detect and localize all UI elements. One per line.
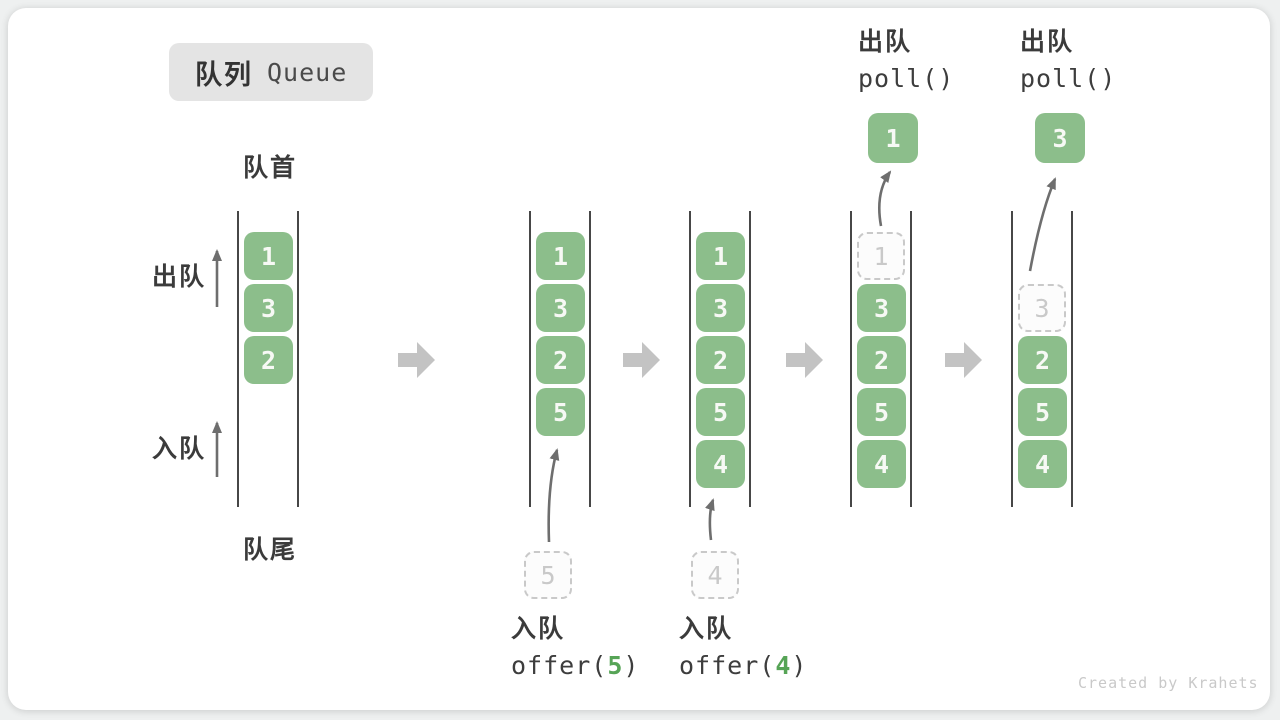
queue-element: 1 bbox=[244, 232, 293, 280]
queue-walls-state-5 bbox=[1011, 211, 1073, 507]
dequeued-element: 3 bbox=[1035, 113, 1085, 163]
op-label: 入队 bbox=[511, 615, 566, 643]
incoming-element-ghost: 5 bbox=[524, 551, 572, 599]
op-code: offer(5) bbox=[511, 651, 639, 681]
code-fn: offer( bbox=[511, 651, 608, 680]
title-zh: 队列 bbox=[195, 59, 253, 90]
queue-element: 3 bbox=[536, 284, 585, 332]
queue-walls-state-2 bbox=[529, 211, 591, 507]
queue-element: 3 bbox=[857, 284, 906, 332]
label-queue-front: 队首 bbox=[243, 154, 298, 182]
code-close: ) bbox=[623, 651, 640, 680]
queue-walls-state-4 bbox=[850, 211, 912, 507]
queue-element: 4 bbox=[1018, 440, 1067, 488]
op-label: 出队 bbox=[858, 28, 913, 56]
watermark: Created by Krahets bbox=[1078, 674, 1259, 692]
queue-element: 1 bbox=[536, 232, 585, 280]
title-en: Queue bbox=[267, 57, 348, 87]
code-close: ) bbox=[791, 651, 808, 680]
diagram-card bbox=[8, 8, 1270, 710]
op-dequeue-poll-1: 出队 poll() bbox=[858, 27, 954, 94]
queue-element: 5 bbox=[536, 388, 585, 436]
removed-element-ghost: 1 bbox=[857, 232, 905, 280]
queue-element: 2 bbox=[1018, 336, 1067, 384]
label-queue-rear: 队尾 bbox=[243, 536, 298, 564]
queue-walls-state-3 bbox=[689, 211, 751, 507]
queue-element: 2 bbox=[536, 336, 585, 384]
op-label: 入队 bbox=[679, 615, 734, 643]
queue-element: 1 bbox=[696, 232, 745, 280]
incoming-element-ghost: 4 bbox=[691, 551, 739, 599]
title-badge: 队列 Queue bbox=[169, 43, 374, 101]
op-code: poll() bbox=[858, 64, 955, 93]
queue-element: 5 bbox=[1018, 388, 1067, 436]
code-arg: 4 bbox=[775, 651, 792, 680]
op-enqueue-offer-4: 入队 offer(4) bbox=[679, 614, 807, 681]
queue-element: 2 bbox=[696, 336, 745, 384]
queue-walls-state-1 bbox=[237, 211, 299, 507]
op-enqueue-offer-5: 入队 offer(5) bbox=[511, 614, 639, 681]
op-label: 出队 bbox=[1020, 28, 1075, 56]
queue-element: 5 bbox=[857, 388, 906, 436]
queue-element: 3 bbox=[696, 284, 745, 332]
queue-element: 4 bbox=[696, 440, 745, 488]
code-arg: 5 bbox=[607, 651, 624, 680]
queue-element: 5 bbox=[696, 388, 745, 436]
queue-element: 2 bbox=[244, 336, 293, 384]
op-code: offer(4) bbox=[679, 651, 807, 681]
op-dequeue-poll-2: 出队 poll() bbox=[1020, 27, 1116, 94]
queue-element: 4 bbox=[857, 440, 906, 488]
code-fn: offer( bbox=[679, 651, 776, 680]
label-side-dequeue: 出队 bbox=[152, 263, 207, 291]
label-side-enqueue: 入队 bbox=[152, 435, 207, 463]
queue-element: 2 bbox=[857, 336, 906, 384]
removed-element-ghost: 3 bbox=[1018, 284, 1066, 332]
queue-element: 3 bbox=[244, 284, 293, 332]
op-code: poll() bbox=[1020, 64, 1117, 93]
dequeued-element: 1 bbox=[868, 113, 918, 163]
